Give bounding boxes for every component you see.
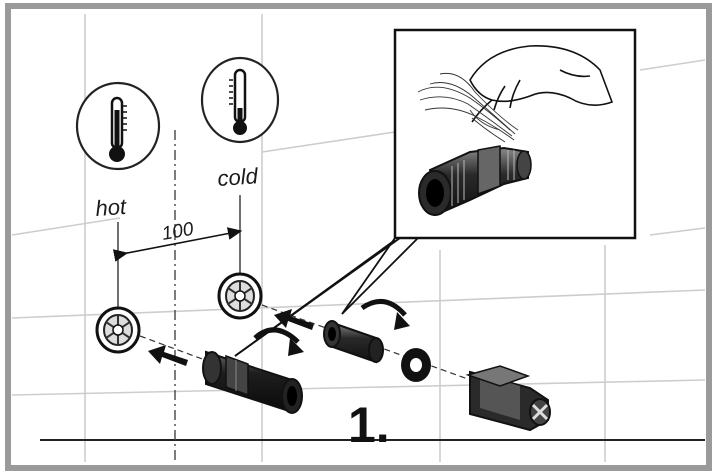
hand-icon [469,45,614,123]
hot-label: hot [95,194,128,221]
rotate-arrow-icon [288,338,304,356]
step-number: 1. [348,397,390,453]
dimension-line: 100 [112,219,243,262]
hot-thermometer [75,81,161,318]
rotate-arrow-icon [394,312,410,330]
direction-arrow-icon [274,309,314,330]
hex-nut-fitting [465,365,551,432]
hemp-threads [417,72,519,143]
callout-line [341,237,396,315]
cold-thermometer [200,56,280,290]
connector-piece [323,320,384,364]
direction-arrow-icon [148,345,188,366]
thermometer-icon [229,68,247,135]
cold-label: cold [217,163,260,191]
sealing-washer [401,348,431,382]
rotate-arrow-icon [253,327,300,344]
thermometer-icon [109,96,127,162]
detail-inset [393,28,637,240]
threaded-fitting [418,145,532,216]
cold-outlet [217,272,263,320]
hot-outlet [95,306,141,354]
axis-hot [139,335,206,361]
eccentric-fitting [202,350,303,414]
callout-line [234,239,396,357]
rotate-arrow-icon [360,298,407,317]
callout-line [341,237,419,315]
